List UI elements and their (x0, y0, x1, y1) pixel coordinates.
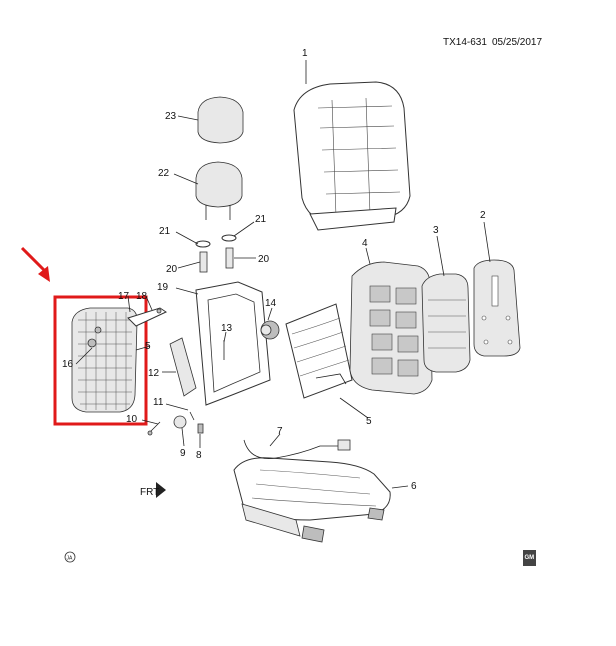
part-2-panel (473, 259, 521, 357)
part-5-suspension-mat (285, 303, 353, 399)
part-1-trim-cover (293, 81, 411, 231)
callout-4: 4 (362, 238, 368, 249)
part-7-wiring-harness (243, 439, 351, 459)
part-4-back-pad (349, 261, 433, 395)
callout-22: 22 (158, 168, 170, 179)
front-direction-marker: FRT (140, 482, 166, 498)
part-18-bracket (127, 307, 168, 327)
diagram-date: 05/25/2017 (492, 37, 542, 48)
callout-13: 13 (221, 323, 233, 334)
callout-17: 17 (118, 291, 130, 302)
callout-3: 3 (433, 225, 439, 236)
callout-11: 11 (153, 397, 164, 408)
red-arrow-icon (20, 246, 50, 282)
callout-5-right: 5 (366, 416, 372, 427)
part-10-bolt (147, 421, 161, 436)
callout-20-left: 20 (166, 264, 178, 275)
callout-23: 23 (165, 111, 177, 122)
callout-9: 9 (180, 448, 186, 459)
callout-7: 7 (277, 426, 283, 437)
part-3-pad (421, 273, 471, 373)
part-21-guide-left (195, 240, 211, 248)
callout-18: 18 (136, 291, 148, 302)
front-label: FRT (140, 487, 159, 498)
seal-icon: JA (64, 551, 76, 563)
highlight-box (53, 295, 148, 426)
seal-text: JA (67, 556, 74, 562)
part-19-back-frame (195, 281, 280, 406)
callout-14: 14 (265, 298, 277, 309)
leader-lines (75, 60, 491, 489)
callout-1: 1 (302, 48, 308, 59)
callout-8: 8 (196, 450, 202, 461)
callout-19: 19 (157, 282, 169, 293)
gm-logo-text: GM (525, 555, 535, 561)
part-22-headrest (195, 161, 243, 220)
callout-21-left: 21 (159, 226, 171, 237)
part-6-seat-cushion (233, 457, 391, 543)
callout-6: 6 (411, 481, 417, 492)
part-14-actuator (260, 324, 272, 336)
front-arrow-icon (156, 482, 166, 498)
part-11-screw (189, 411, 195, 421)
callout-12: 12 (148, 368, 160, 379)
callout-21-right: 21 (255, 214, 267, 225)
part-21-guide-right (221, 234, 237, 242)
part-5-recliner-rod (315, 373, 347, 385)
part-16-back-panel (71, 307, 138, 413)
part-9-knob (173, 415, 187, 429)
gm-logo-icon: GM (523, 550, 536, 566)
callout-2: 2 (480, 210, 486, 221)
callout-5-left: 5 (145, 341, 151, 352)
callout-16: 16 (62, 359, 74, 370)
part-20-sleeve-right (225, 247, 234, 269)
part-12-side-pad (169, 337, 197, 397)
part-20-sleeve-left (199, 251, 208, 273)
part-23-headrest (197, 96, 244, 144)
callout-20-right: 20 (258, 254, 270, 265)
diagram-code: TX14-631 (443, 37, 487, 48)
part-8-clip (197, 423, 204, 434)
callout-10: 10 (126, 414, 138, 425)
